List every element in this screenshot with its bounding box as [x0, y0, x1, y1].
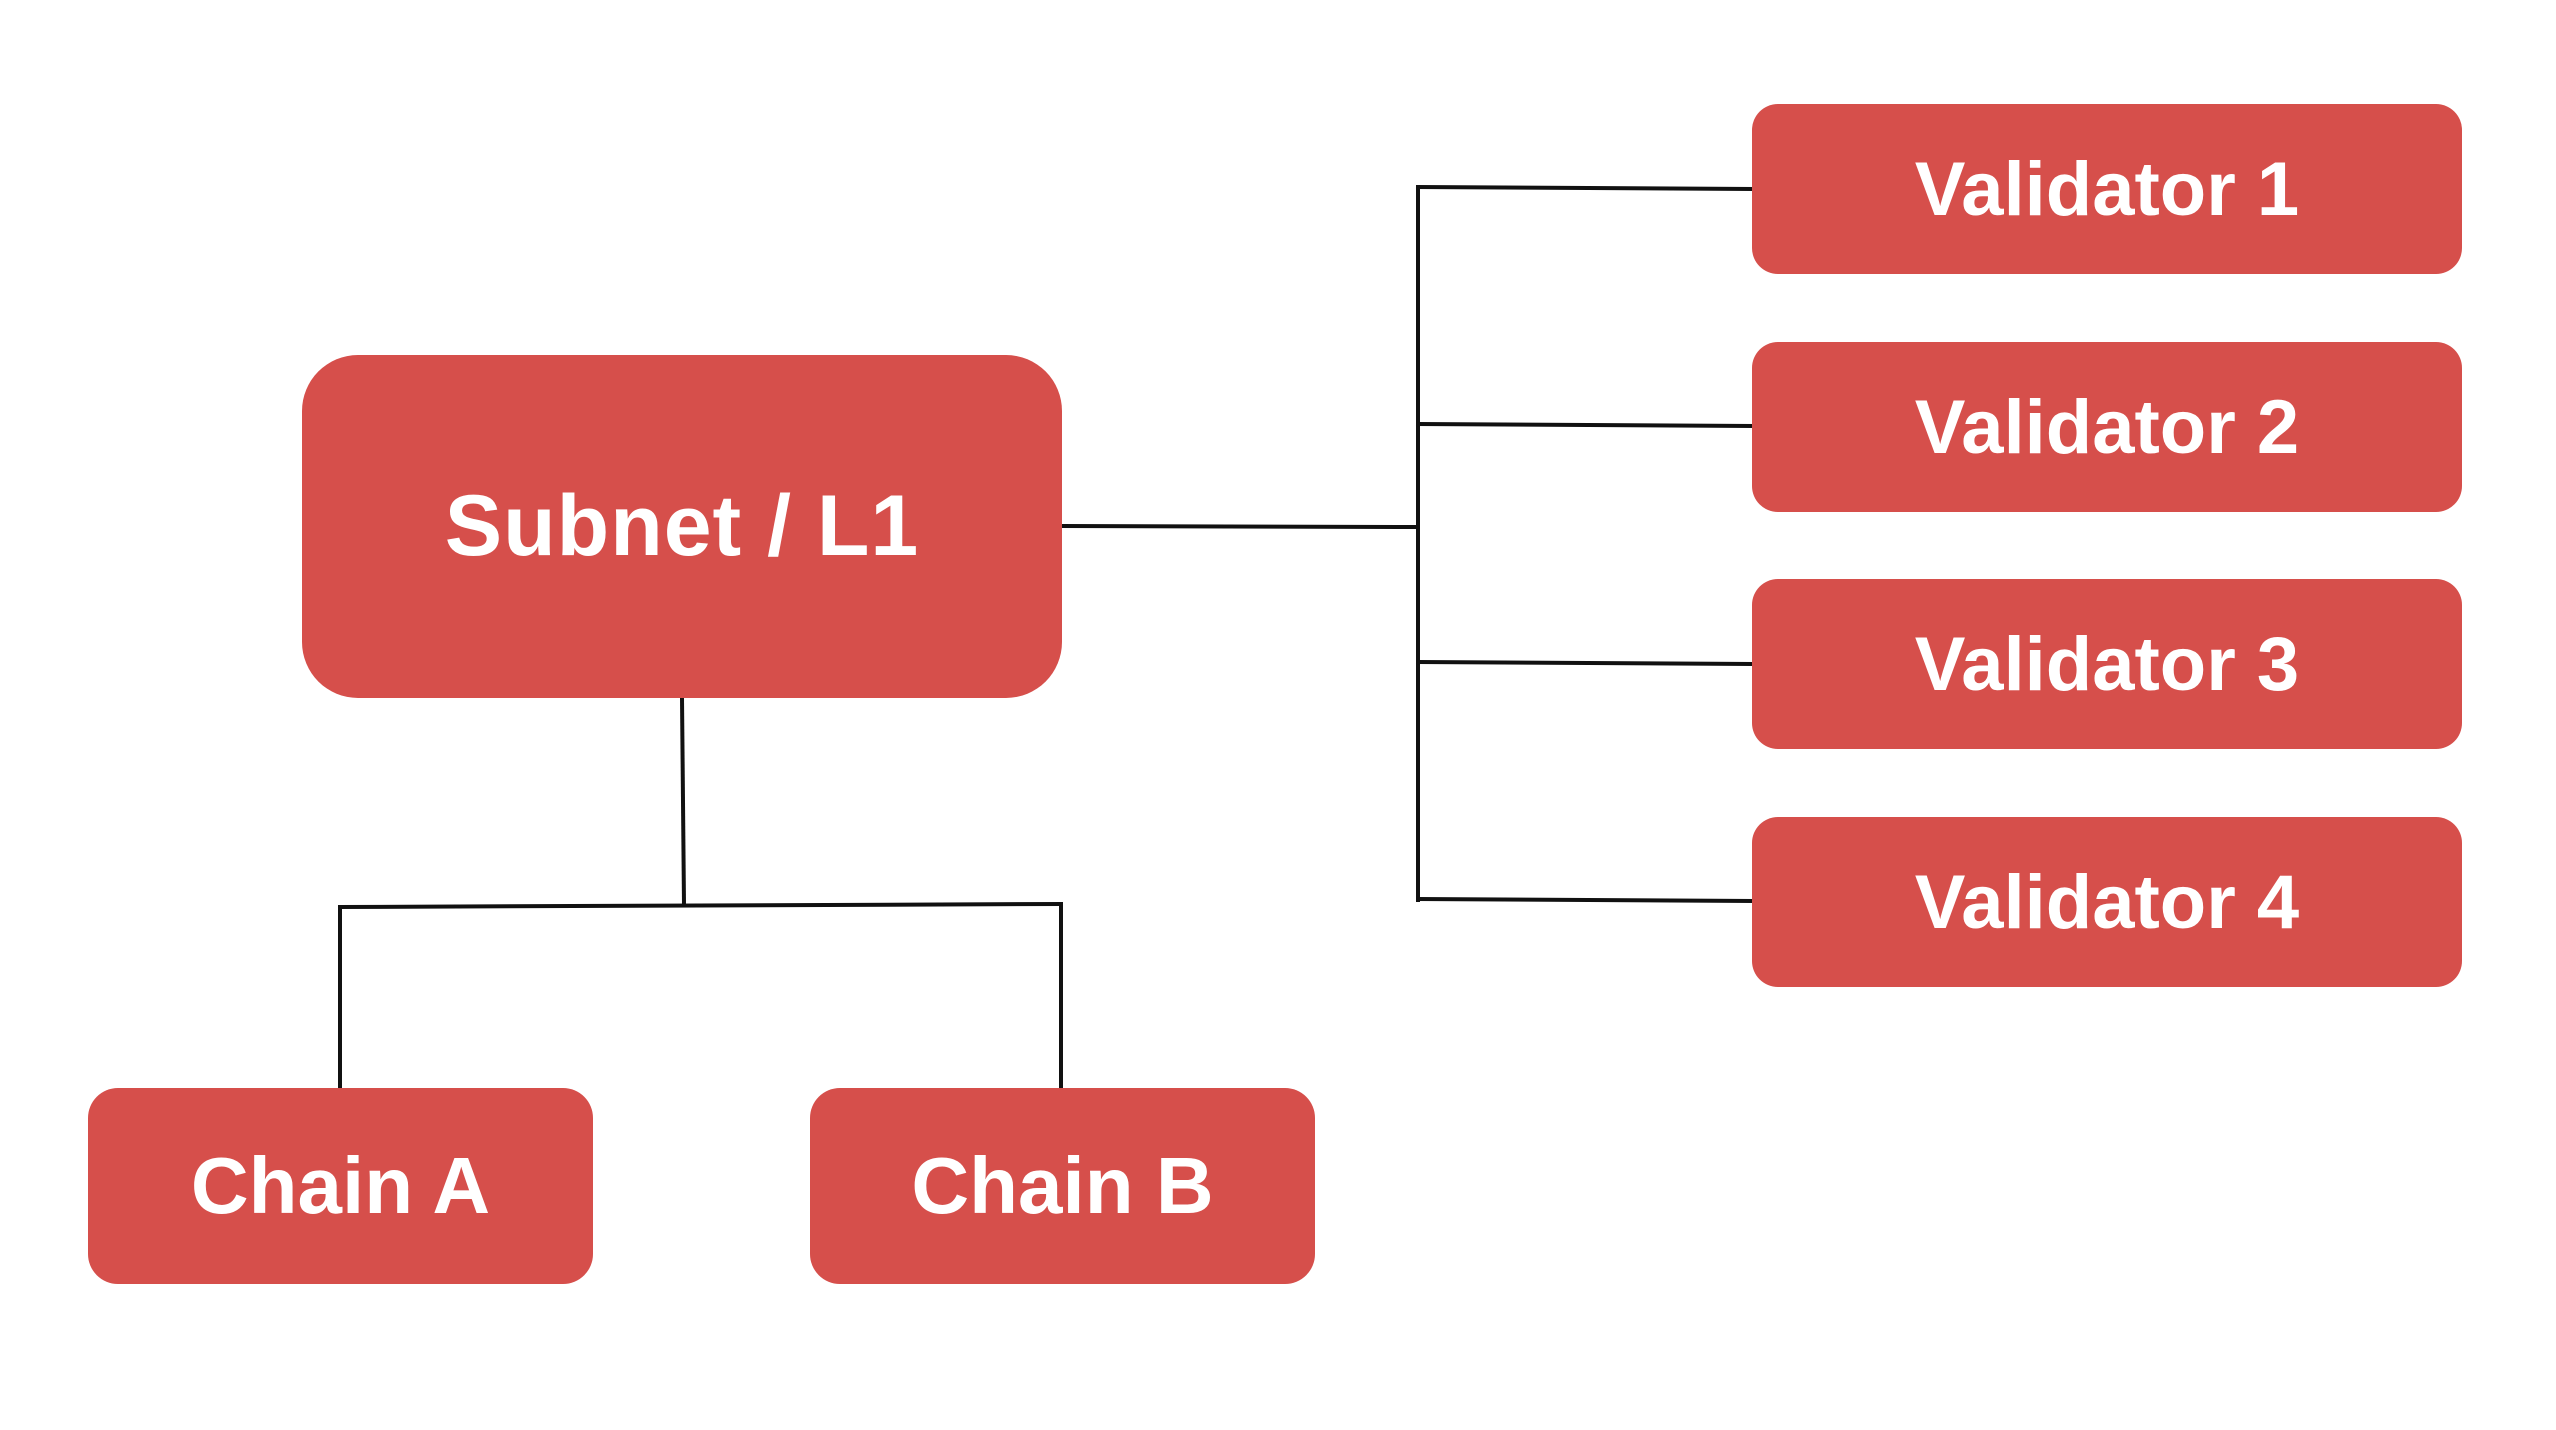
connector-validator-3	[1415, 659, 1755, 667]
connector-validator-1	[1415, 184, 1755, 192]
chain-a-node: Chain A	[88, 1088, 593, 1284]
connector-validator-4	[1415, 896, 1755, 904]
validator-label-4: Validator 4	[1914, 859, 2300, 945]
validator-node-4: Validator 4	[1752, 817, 2462, 987]
chain-b-node: Chain B	[810, 1088, 1315, 1284]
validator-label-2: Validator 2	[1914, 384, 2300, 470]
validator-node-1: Validator 1	[1752, 104, 2462, 274]
chain-a-label: Chain A	[190, 1141, 491, 1230]
connector-validator-2	[1415, 421, 1755, 429]
validator-node-3: Validator 3	[1752, 579, 2462, 749]
chain-bus	[337, 901, 1064, 910]
connector-subnet-to-validator-trunk	[1059, 523, 1421, 530]
validator-label-1: Validator 1	[1914, 146, 2300, 232]
validator-node-2: Validator 2	[1752, 342, 2462, 512]
subnet-l1-label: Subnet / L1	[444, 478, 920, 574]
validator-label-3: Validator 3	[1914, 621, 2300, 707]
chain-b-label: Chain B	[911, 1141, 1214, 1230]
connector-subnet-to-chain-bus	[679, 695, 687, 908]
subnet-l1-node: Subnet / L1	[302, 355, 1062, 698]
